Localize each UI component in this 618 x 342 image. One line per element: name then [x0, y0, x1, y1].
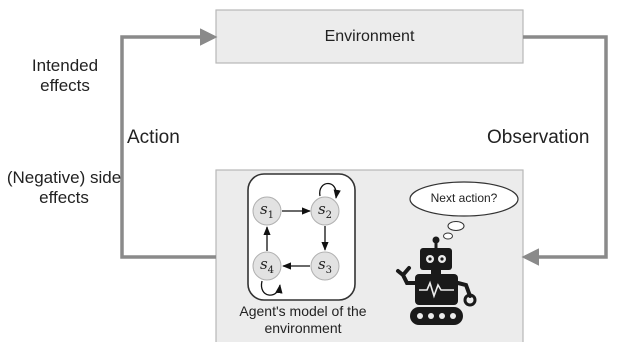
agent-model-panel: [247, 173, 356, 301]
observation-arrow: [521, 35, 608, 266]
environment-label: Environment: [324, 28, 415, 45]
self-loop-s4: [260, 280, 283, 296]
negative-side-effects-label: (Negative) side effects: [6, 168, 122, 208]
self-loop-s2: [319, 182, 341, 199]
state-s4-node: [252, 251, 282, 281]
state-s3-label: s3: [317, 255, 333, 276]
state-s1-node: [252, 196, 282, 226]
state-s2-label: s2: [317, 200, 333, 221]
intended-effects-label: Intended effects: [31, 56, 99, 96]
environment-box: [215, 9, 524, 64]
state-s2-node: [310, 196, 340, 226]
agent-model-caption: Agent's model of the environment: [239, 303, 367, 336]
state-s3-node: [310, 251, 340, 281]
robot-icon: [396, 236, 477, 325]
state-s4-label: s4: [259, 255, 275, 276]
observation-label: Observation: [487, 127, 590, 148]
thought-bubble: [409, 181, 519, 240]
action-label: Action: [127, 127, 180, 148]
action-arrow: [120, 28, 218, 259]
thought-bubble-text: Next action?: [430, 191, 498, 205]
state-s1-label: s1: [259, 200, 275, 221]
